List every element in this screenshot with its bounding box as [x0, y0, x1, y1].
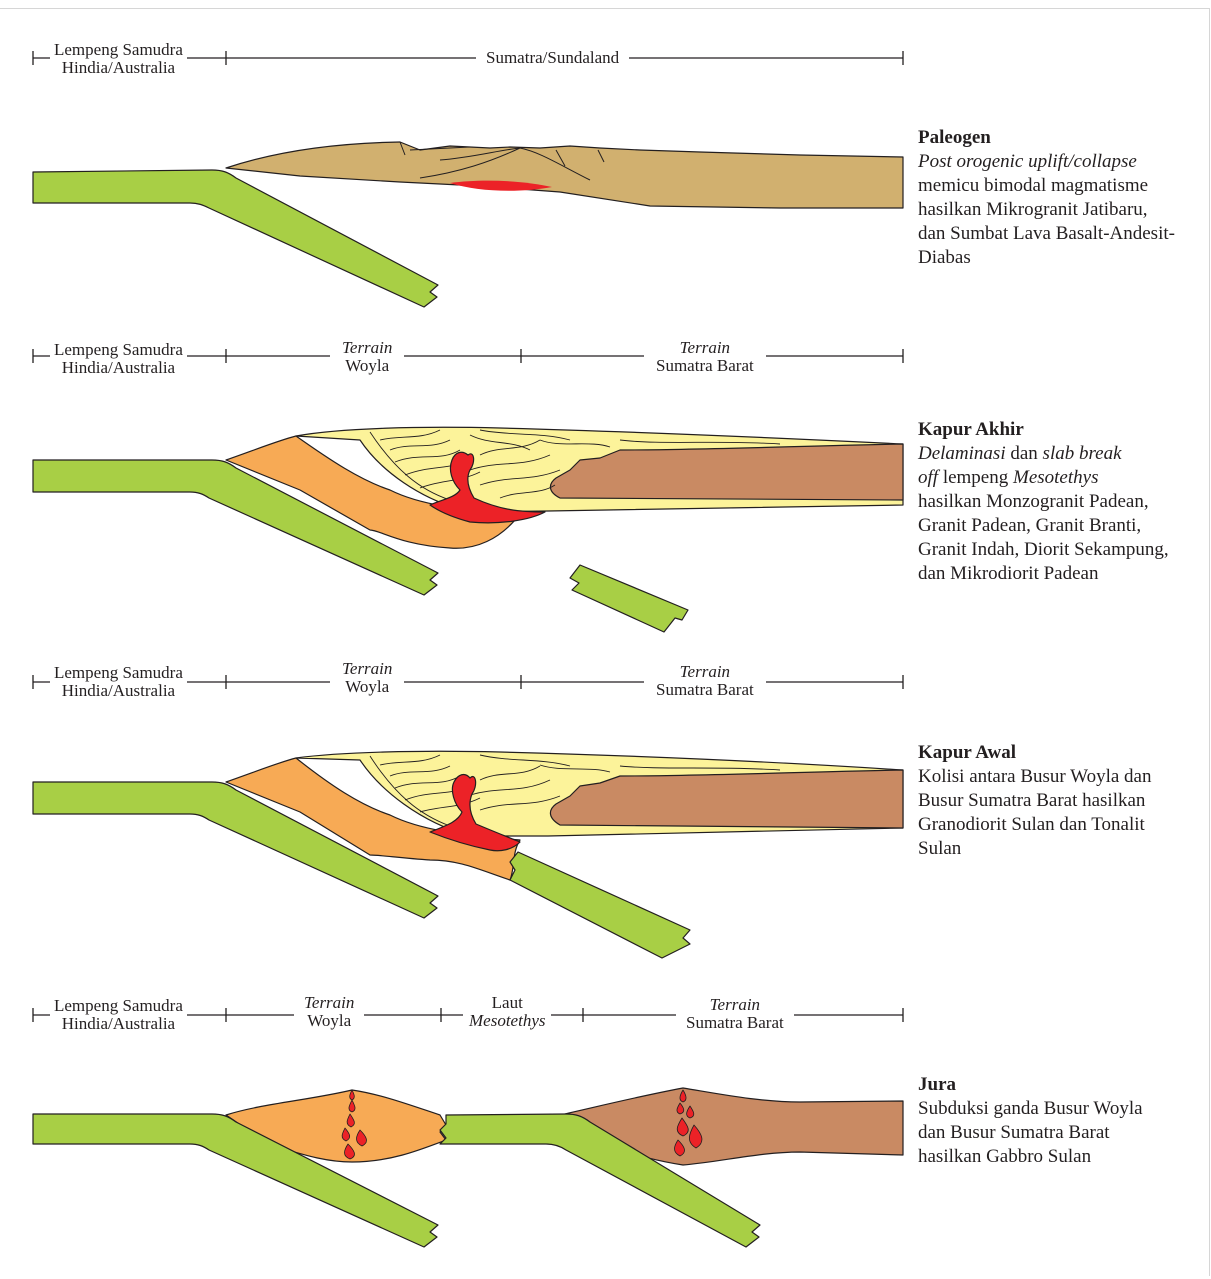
description-line: hasilkan Mikrogranit Jatibaru, — [918, 198, 1175, 222]
scale-label-line: Laut — [469, 994, 545, 1012]
panel-title: Paleogen — [918, 126, 1175, 150]
description-line: hasilkan Gabbro Sulan — [918, 1145, 1143, 1169]
scale-label-woyla: Terrain Woyla — [294, 994, 364, 1030]
scale-label-oceanic-plate: Lempeng Samudra Hindia/Australia — [50, 41, 187, 77]
description-line: Diabas — [918, 246, 1175, 270]
description-line: Sulan — [918, 837, 1151, 861]
sundaland-block — [226, 142, 903, 208]
description-line: off lempeng Mesotethys — [918, 466, 1169, 490]
oceanic-plate-paleogen — [33, 170, 438, 307]
scale-label-line: Terrain — [304, 994, 354, 1012]
text-run: dan — [1006, 443, 1043, 464]
scale-label-oceanic-plate: Lempeng Samudra Hindia/Australia — [50, 997, 187, 1033]
scale-label-line: Terrain — [342, 660, 392, 678]
colliding-slab — [510, 852, 690, 958]
description-line: dan Sumbat Lava Basalt-Andesit- — [918, 222, 1175, 246]
scale-label-line: Hindia/Australia — [54, 1015, 183, 1033]
scale-label-line: Terrain — [342, 339, 392, 357]
scale-label-line: Terrain — [656, 339, 754, 357]
scale-label-line: Sumatra Barat — [686, 1014, 784, 1032]
text-run: off — [918, 467, 938, 488]
scale-label-line: Hindia/Australia — [54, 682, 183, 700]
description-line: hasilkan Monzogranit Padean, — [918, 490, 1169, 514]
description-line: Granit Indah, Diorit Sekampung, — [918, 538, 1169, 562]
description-kapur-akhir: Kapur Akhir Delaminasi dan slab break of… — [918, 418, 1169, 586]
scale-label-oceanic-plate: Lempeng Samudra Hindia/Australia — [50, 664, 187, 700]
scale-label-line: Sumatra/Sundaland — [486, 49, 619, 67]
cross-section-kapur-awal — [33, 751, 903, 958]
panel-title: Jura — [918, 1073, 1143, 1097]
description-line: Delaminasi dan slab break — [918, 442, 1169, 466]
scale-label-line: Hindia/Australia — [54, 359, 183, 377]
scale-label-line: Woyla — [342, 357, 392, 375]
scale-label-line: Terrain — [656, 663, 754, 681]
description-line: Post orogenic uplift/collapse — [918, 150, 1175, 174]
text-run: Mesotethys — [1013, 467, 1098, 488]
scale-label-line: Lempeng Samudra — [54, 664, 183, 682]
scale-label-line: Woyla — [304, 1012, 354, 1030]
description-kapur-awal: Kapur Awal Kolisi antara Busur Woyla dan… — [918, 741, 1151, 861]
description-line: Granodiorit Sulan dan Tonalit — [918, 813, 1151, 837]
description-line: dan Mikrodiorit Padean — [918, 562, 1169, 586]
scale-label-sumatra-barat: Terrain Sumatra Barat — [644, 339, 766, 375]
panel-title: Kapur Akhir — [918, 418, 1169, 442]
panel-title: Kapur Awal — [918, 741, 1151, 765]
description-line: Granit Padean, Granit Branti, — [918, 514, 1169, 538]
description-line: Kolisi antara Busur Woyla dan — [918, 765, 1151, 789]
scale-label-sumatra-barat: Terrain Sumatra Barat — [644, 663, 766, 699]
scale-label-oceanic-plate: Lempeng Samudra Hindia/Australia — [50, 341, 187, 377]
scale-label-line: Sumatra Barat — [656, 357, 754, 375]
scale-label-line: Mesotethys — [469, 1012, 545, 1030]
scale-label-mesotethys: Laut Mesotethys — [463, 994, 551, 1030]
scale-label-line: Lempeng Samudra — [54, 341, 183, 359]
scale-label-sumatra-barat: Terrain Sumatra Barat — [676, 996, 794, 1032]
detached-slab — [570, 565, 688, 632]
description-line: Subduksi ganda Busur Woyla — [918, 1097, 1143, 1121]
scale-label-line: Sumatra Barat — [656, 681, 754, 699]
scale-label-line: Hindia/Australia — [54, 59, 183, 77]
description-line: dan Busur Sumatra Barat — [918, 1121, 1143, 1145]
description-jura: Jura Subduksi ganda Busur Woyla dan Busu… — [918, 1073, 1143, 1169]
scale-label-line: Terrain — [686, 996, 784, 1014]
scale-label-line: Lempeng Samudra — [54, 41, 183, 59]
scale-label-sundaland: Sumatra/Sundaland — [476, 49, 629, 67]
text-run: slab break — [1043, 443, 1122, 464]
cross-section-kapur-akhir — [33, 427, 903, 632]
description-line: Busur Sumatra Barat hasilkan — [918, 789, 1151, 813]
text-run: Delaminasi — [918, 443, 1006, 464]
cross-section-paleogen — [33, 142, 903, 307]
text-run: lempeng — [938, 467, 1013, 488]
description-line: memicu bimodal magmatisme — [918, 174, 1175, 198]
description-paleogen: Paleogen Post orogenic uplift/collapse m… — [918, 126, 1175, 270]
scale-label-line: Woyla — [342, 678, 392, 696]
scale-label-woyla: Terrain Woyla — [330, 339, 404, 375]
scale-label-woyla: Terrain Woyla — [330, 660, 404, 696]
scale-label-line: Lempeng Samudra — [54, 997, 183, 1015]
cross-section-jura — [33, 1088, 903, 1247]
